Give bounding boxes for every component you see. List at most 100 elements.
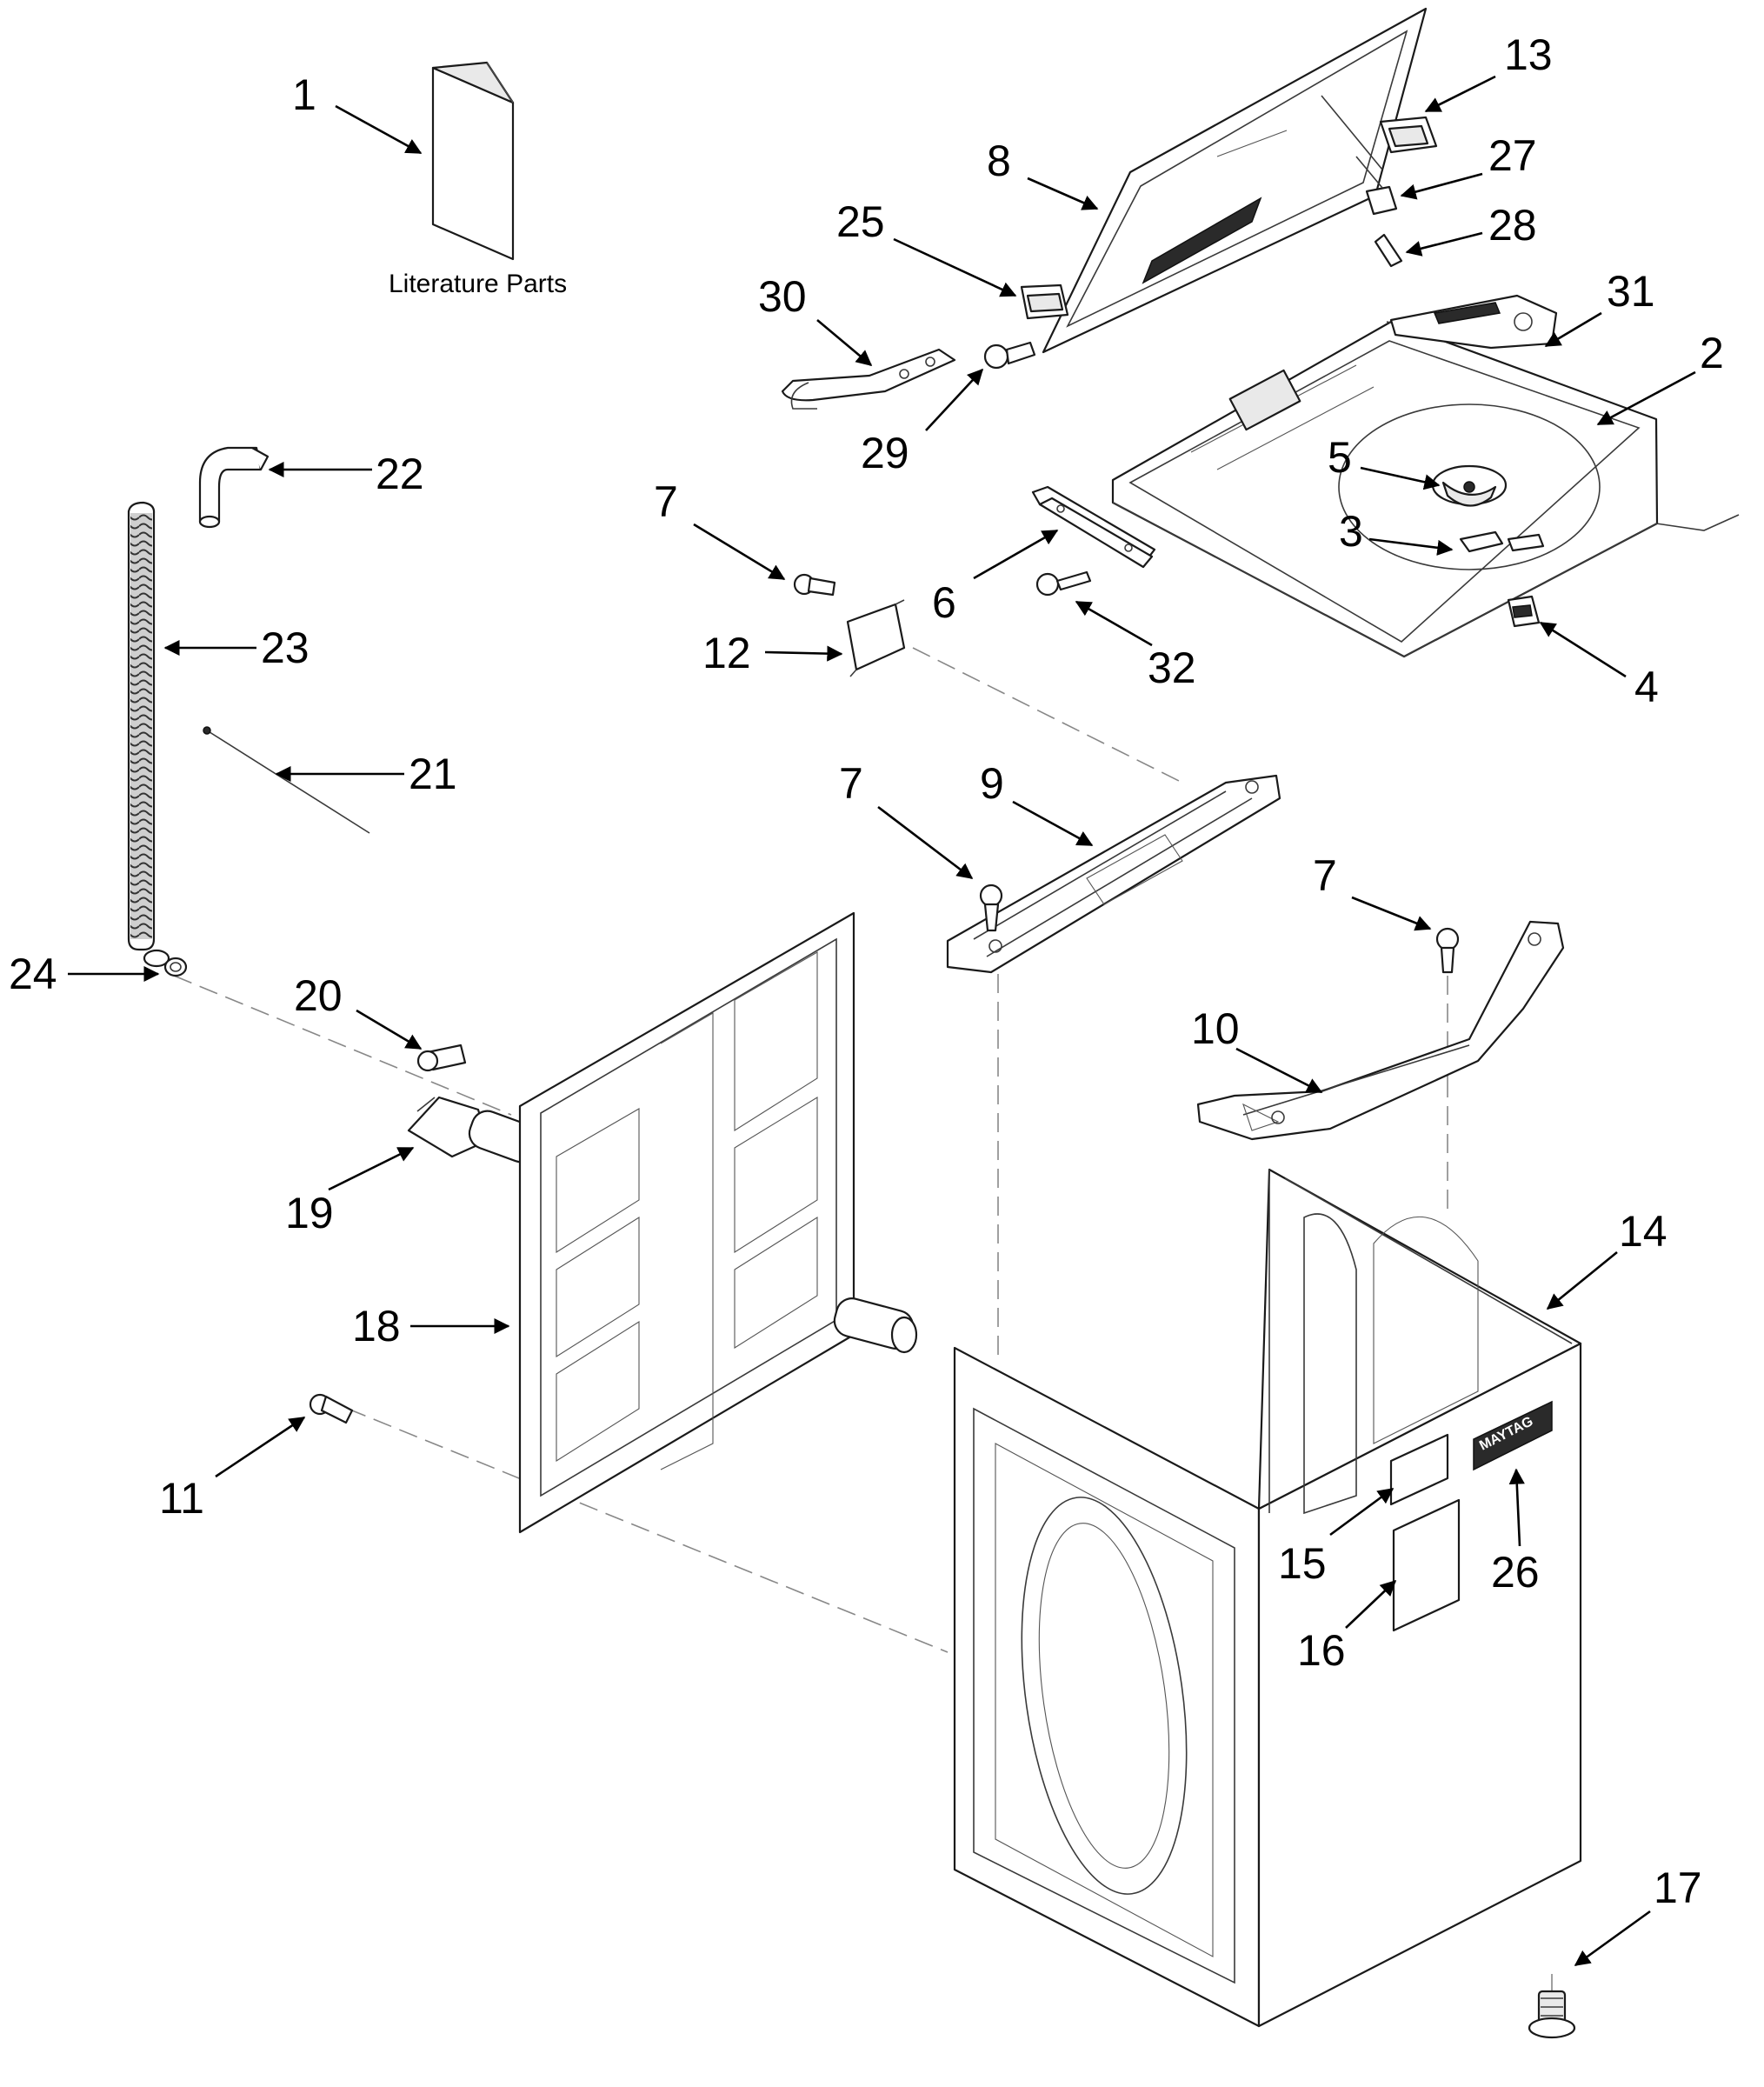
callout-30: 30 [758,272,873,366]
callout-2-label: 2 [1700,329,1724,377]
part-13-lid-lock-switch [1379,116,1438,154]
alignment-lines [173,647,1553,2035]
part-1-literature-card [431,61,515,261]
callout-28: 28 [1405,201,1537,257]
callout-30-label: 30 [758,272,807,321]
part-24-clamp [163,957,188,977]
callout-13: 13 [1424,30,1553,113]
callout-1: 1 [292,70,423,155]
part-9-front-brace [946,774,1281,974]
callout-27-label: 27 [1488,131,1537,180]
part-6-bracket [1031,485,1156,569]
callout-31-label: 31 [1607,267,1655,316]
callout-1-label: 1 [292,70,316,119]
callout-28-label: 28 [1488,201,1537,250]
callout-17-label: 17 [1654,1864,1702,1912]
callout-9-label: 9 [980,759,1004,808]
callout-25-label: 25 [836,197,885,246]
callout-20: 20 [294,971,423,1050]
callout-21-label: 21 [409,750,457,798]
part-7b-screw [979,883,1003,932]
callout-14: 14 [1546,1207,1667,1310]
part-4-lid-switch [1507,595,1541,628]
callout-24: 24 [9,950,160,998]
callout-10-label: 10 [1191,1004,1240,1053]
part-30-hinge [781,348,956,410]
callout-23-label: 23 [261,623,310,672]
callout-18: 18 [352,1302,510,1350]
part-14-cabinet [953,1168,1582,2028]
callout-19: 19 [285,1146,415,1237]
part-20-screw [416,1044,467,1072]
callout-18-label: 18 [352,1302,401,1350]
part-18-rear-panel [518,911,918,1534]
callout-14-label: 14 [1619,1207,1667,1256]
callout-9: 9 [980,759,1094,847]
callout-20-label: 20 [294,971,343,1020]
part-29-screw [983,341,1036,370]
callout-7c: 7 [1313,851,1432,931]
callout-22: 22 [268,450,424,498]
callout-7c-label: 7 [1313,851,1337,900]
callout-26-label: 26 [1491,1548,1540,1597]
callout-32-label: 32 [1148,643,1196,692]
callout-7b: 7 [839,759,974,880]
callout-29: 29 [861,368,984,477]
callout-11: 11 [159,1416,306,1523]
callout-3: 3 [1339,507,1454,556]
callout-27: 27 [1400,131,1537,200]
part-32-screw [1035,570,1092,597]
callout-22-label: 22 [376,450,424,498]
callout-23: 23 [163,623,310,672]
callout-17: 17 [1574,1864,1702,1967]
callout-6: 6 [932,529,1059,627]
part-11-screw [309,1393,354,1424]
callout-24-label: 24 [9,950,57,998]
callout-19-label: 19 [285,1189,334,1237]
part-25-hinge-bushing [1020,283,1069,320]
callout-21: 21 [275,750,457,798]
callout-32: 32 [1075,600,1196,692]
part-17-leveling-leg [1528,1990,1576,2039]
part-23-drain-hose [127,501,170,968]
callout-3-label: 3 [1339,507,1363,556]
callout-16: 16 [1297,1579,1397,1675]
part-21-cable-tie [203,726,370,834]
part-10-rear-brace [1196,920,1565,1141]
part-8-lid [1042,7,1428,354]
part-28-screw [1374,233,1403,268]
callout-5-label: 5 [1328,433,1352,482]
callout-5: 5 [1328,433,1441,490]
callout-6-label: 6 [932,578,956,627]
callout-7b-label: 7 [839,759,863,808]
callout-12: 12 [702,629,843,677]
callout-25: 25 [836,197,1017,297]
callout-7a-label: 7 [654,477,678,526]
callout-31: 31 [1544,267,1655,348]
callout-29-label: 29 [861,429,909,477]
part-31-switch-assembly [1389,294,1558,350]
callout-12-label: 12 [702,629,751,677]
part-3-dispenser-cover [1459,530,1545,553]
callout-8: 8 [987,137,1099,210]
part-16-label [1392,1498,1461,1632]
part-22-drain-hose-elbow [198,446,270,529]
callout-11-label: 11 [159,1474,204,1523]
callout-2: 2 [1596,329,1724,426]
callout-7a: 7 [654,477,786,581]
callout-10: 10 [1191,1004,1323,1094]
part-7a-screw [793,573,836,597]
callout-4: 4 [1539,621,1659,711]
part-2-top-panel [1111,299,1740,658]
callout-15-label: 15 [1278,1539,1327,1588]
callout-4-label: 4 [1634,663,1659,711]
literature-parts-caption: Literature Parts [389,270,567,298]
part-7c-screw [1435,927,1460,974]
part-27-actuator [1355,156,1398,216]
callout-13-label: 13 [1504,30,1553,79]
callout-26: 26 [1491,1468,1540,1597]
callout-16-label: 16 [1297,1626,1346,1675]
part-12-clip [846,599,906,677]
part-5-bleach-dispenser [1431,464,1508,507]
